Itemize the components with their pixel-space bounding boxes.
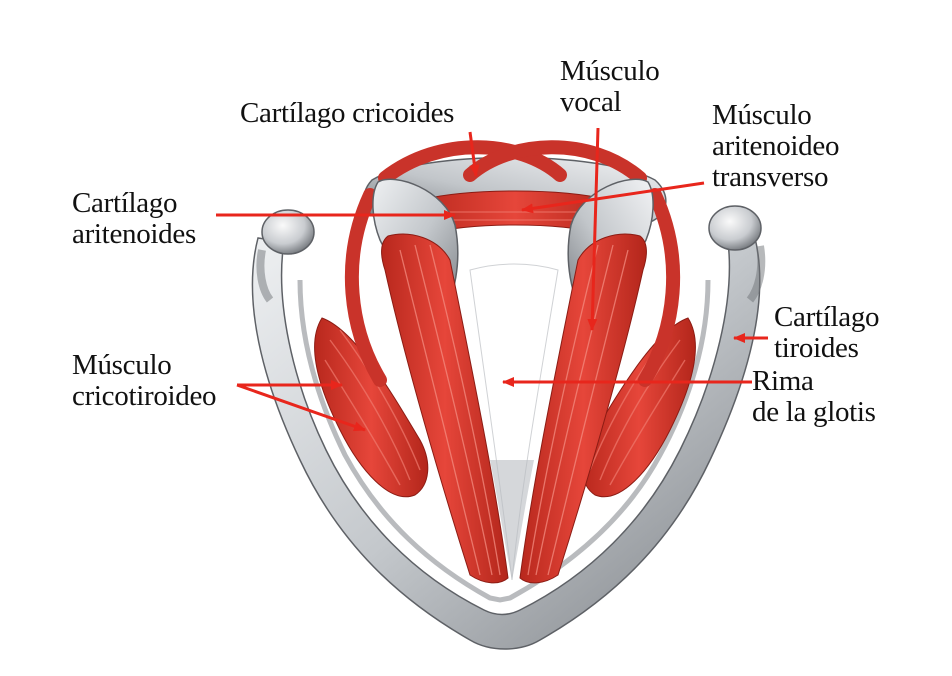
label-aritenoides-line-1: Cartílago	[72, 187, 178, 219]
label-aritenoideo-line-1: Músculo	[712, 99, 812, 131]
label-aritenoideo-line-3: transverso	[712, 161, 829, 193]
label-vocal-line-1: Músculo	[560, 55, 660, 87]
label-musculo-vocal: Músculo vocal	[560, 55, 660, 118]
oblique-muscles	[344, 140, 681, 387]
vocal-muscles	[381, 233, 647, 584]
arrow-vocal	[587, 127, 600, 331]
label-cartilago-tiroides: Cartílago tiroides	[774, 301, 880, 364]
label-rima-glotis: Rima de la glotis	[752, 366, 876, 428]
label-rima-line-2: de la glotis	[752, 396, 876, 428]
label-cricotiroideo-line-2: cricotiroideo	[72, 380, 217, 412]
label-rima-line-1: Rima	[752, 365, 814, 397]
arrow-cricoides	[468, 131, 480, 177]
label-cricoides-text: Cartílago cricoides	[240, 97, 455, 129]
thyroid-cartilage	[251, 205, 766, 650]
label-aritenoideo-line-2: aritenoideo	[712, 130, 840, 162]
label-cartilago-cricoides: Cartílago cricoides	[240, 98, 454, 129]
arrow-aritenoideo	[521, 181, 705, 214]
label-cartilago-aritenoides: Cartílago aritenoides	[72, 188, 196, 250]
label-tiroides-line-2: tiroides	[774, 332, 859, 364]
pointer-arrows	[216, 127, 768, 432]
label-vocal-line-2: vocal	[560, 86, 622, 118]
label-aritenoides-line-2: aritenoides	[72, 218, 196, 250]
label-musculo-aritenoideo-transverso: Músculo aritenoideo transverso	[712, 100, 839, 193]
label-cricotiroideo-line-1: Músculo	[72, 349, 172, 381]
label-tiroides-line-1: Cartílago	[774, 301, 880, 333]
label-musculo-cricotiroideo: Músculo cricotiroideo	[72, 349, 217, 412]
cricothyroid-muscles	[314, 317, 696, 498]
arrow-cricotiroideo-2	[236, 383, 366, 432]
